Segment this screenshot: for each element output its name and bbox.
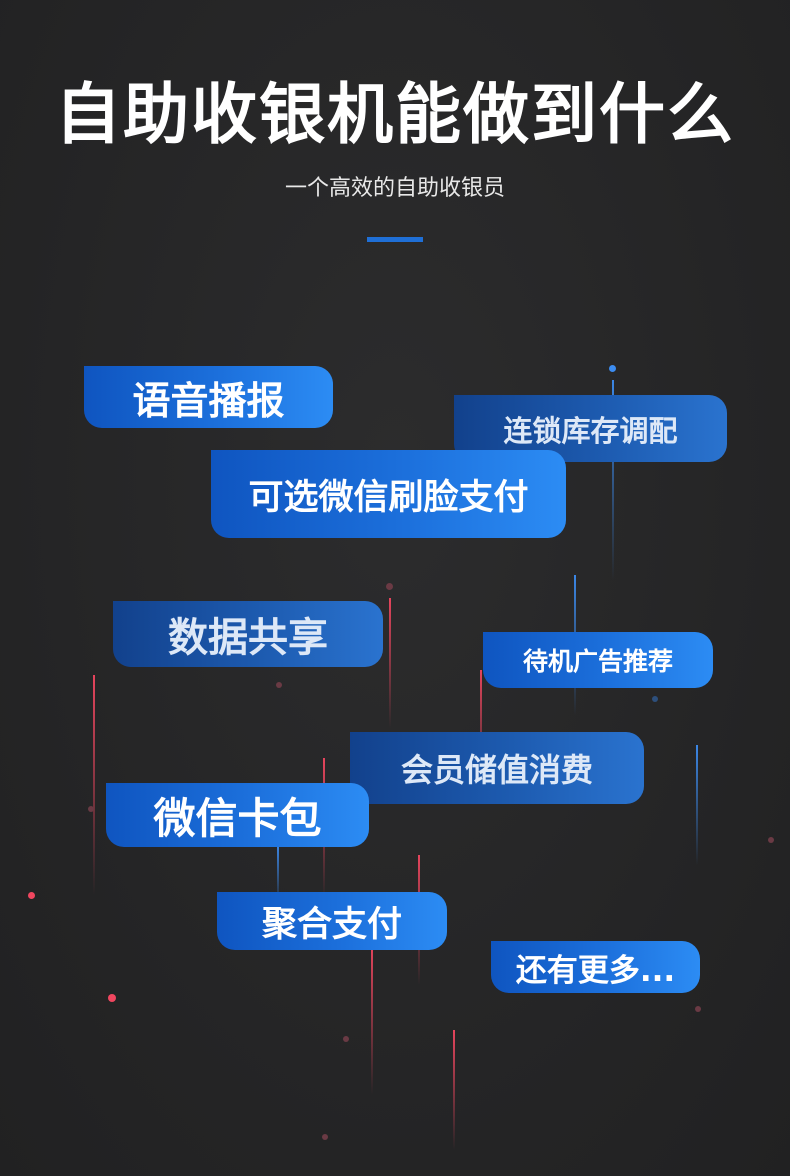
feature-tag-standby-ads: 待机广告推荐 bbox=[483, 632, 713, 688]
page-title: 自助收银机能做到什么 bbox=[55, 76, 735, 153]
decorative-dot bbox=[695, 1006, 701, 1012]
decorative-dot bbox=[652, 696, 658, 702]
decorative-line bbox=[612, 380, 614, 580]
decorative-dot bbox=[609, 365, 616, 372]
title-underline bbox=[367, 237, 423, 242]
decorative-line bbox=[371, 945, 373, 1095]
feature-tag-voice-broadcast: 语音播报 bbox=[84, 366, 333, 428]
decorative-line bbox=[389, 598, 391, 728]
feature-tag-data-sharing: 数据共享 bbox=[113, 601, 383, 667]
page-subtitle: 一个高效的自助收银员 bbox=[284, 176, 505, 201]
decorative-line bbox=[453, 1030, 455, 1150]
feature-tag-member-stored-value: 会员储值消费 bbox=[350, 732, 644, 804]
decorative-line bbox=[277, 845, 279, 905]
decorative-line bbox=[696, 745, 698, 865]
decorative-dot bbox=[386, 583, 393, 590]
decorative-dot bbox=[88, 806, 94, 812]
feature-tag-chain-inventory: 连锁库存调配 bbox=[454, 395, 727, 462]
feature-tag-wechat-card: 微信卡包 bbox=[106, 783, 369, 847]
decorative-line bbox=[93, 675, 95, 895]
decorative-dot bbox=[28, 892, 35, 899]
decorative-dot bbox=[276, 682, 282, 688]
feature-tag-face-payment: 可选微信刷脸支付 bbox=[211, 450, 566, 538]
decorative-dot bbox=[108, 994, 116, 1002]
decorative-line bbox=[480, 670, 482, 790]
decorative-dot bbox=[768, 837, 774, 843]
decorative-dot bbox=[343, 1036, 349, 1042]
decorative-dot bbox=[322, 1134, 328, 1140]
feature-tag-more: 还有更多... bbox=[491, 941, 700, 993]
feature-tag-aggregate-payment: 聚合支付 bbox=[217, 892, 447, 950]
